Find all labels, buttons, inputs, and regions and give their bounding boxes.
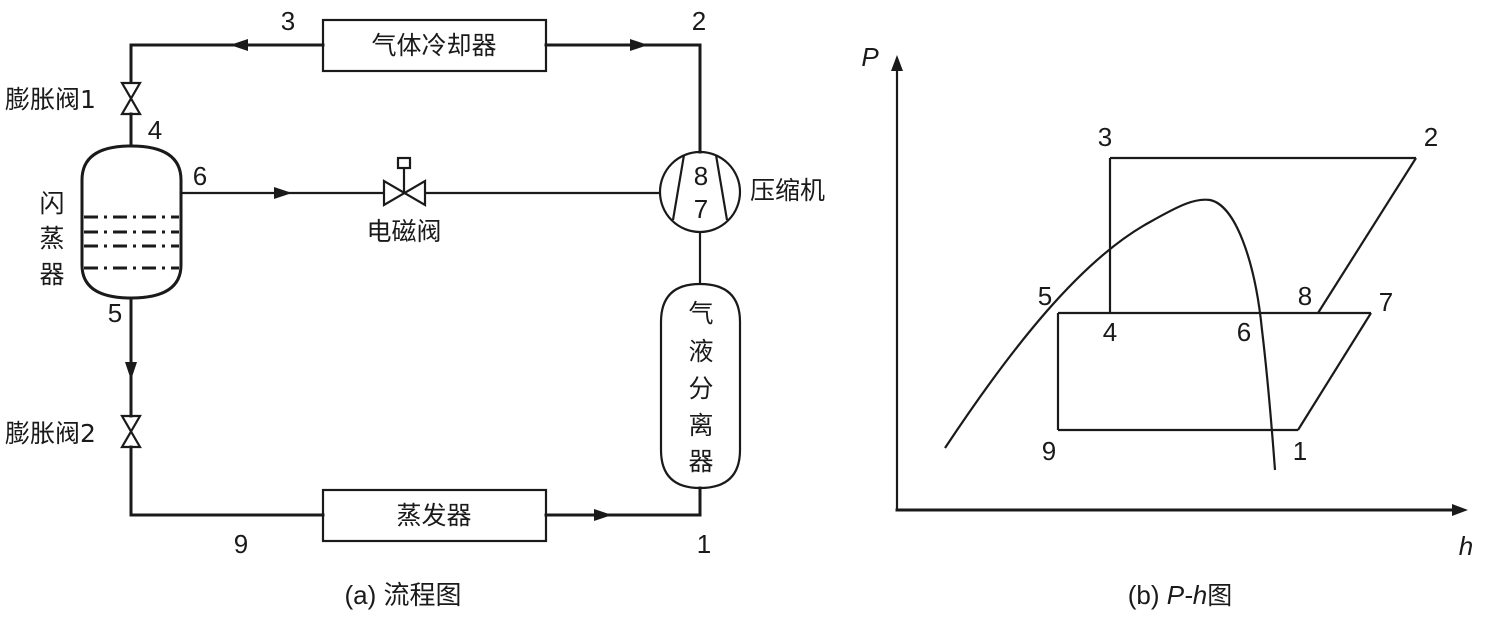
cycle-line-7-1 (1297, 312, 1372, 431)
state-point-4: 4 (148, 115, 162, 145)
state-point-5: 5 (108, 298, 122, 328)
separator-label: 气 (688, 299, 713, 328)
cycle-line-2-8 (1317, 157, 1417, 314)
ph-state-point-7: 7 (1379, 287, 1393, 317)
caption-variable: P-h (1167, 580, 1207, 610)
caption-suffix: 图 (1207, 581, 1232, 610)
pipe-3 (129, 43, 325, 84)
state-point-6: 6 (193, 161, 207, 191)
ph-state-point-6: 6 (1237, 317, 1251, 347)
gas-cooler-label: 气体冷却器 (371, 31, 496, 60)
separator-label: 离 (688, 411, 713, 440)
y-axis-label: P (861, 42, 879, 72)
x-axis-label: h (1459, 531, 1473, 561)
ph-state-point-9: 9 (1042, 436, 1056, 466)
state-point-1: 1 (697, 529, 711, 559)
state-point-7: 7 (694, 194, 708, 224)
flow-arrow-1 (594, 509, 612, 521)
flow-diagram: 气体冷却器 膨胀阀1 闪 蒸 器 电磁阀 (5, 6, 825, 610)
state-point-9: 9 (234, 529, 248, 559)
pipe-1 (544, 486, 702, 517)
y-axis-arrow-icon (891, 55, 903, 71)
ph-state-point-4: 4 (1103, 317, 1117, 347)
state-point-3: 3 (281, 6, 295, 36)
caption-prefix: (b) (1128, 580, 1167, 610)
state-point-8: 8 (694, 161, 708, 191)
flash-tank-label: 闪 (39, 189, 64, 218)
solenoid-valve-icon (382, 156, 427, 207)
separator-label: 器 (688, 447, 713, 476)
separator-label: 分 (688, 374, 713, 403)
ph-state-point-1: 1 (1293, 436, 1307, 466)
flash-tank-label: 蒸 (39, 224, 64, 253)
flow-arrow-2 (630, 39, 648, 51)
separator-label: 液 (688, 337, 713, 366)
compressor-label: 压缩机 (750, 176, 825, 205)
x-axis-arrow-icon (1452, 504, 1468, 516)
ph-state-point-8: 8 (1298, 281, 1312, 311)
flash-tank-vessel (80, 144, 183, 300)
separator-vessel (659, 282, 742, 490)
expansion-valve-2-label: 膨胀阀2 (5, 419, 96, 448)
ph-state-point-3: 3 (1098, 122, 1112, 152)
evaporator-label: 蒸发器 (396, 501, 471, 530)
flash-tank-label: 器 (39, 260, 64, 289)
expansion-valve-1-label: 膨胀阀1 (5, 85, 96, 114)
flow-diagram-caption: (a) 流程图 (344, 580, 461, 610)
expansion-valve-2-icon (120, 414, 142, 449)
solenoid-valve-label: 电磁阀 (366, 217, 441, 246)
flow-arrow-6 (274, 187, 292, 199)
pipe-9 (129, 445, 325, 517)
expansion-valve-1-icon (120, 81, 142, 116)
state-point-2: 2 (692, 6, 706, 36)
ph-state-point-5: 5 (1038, 281, 1052, 311)
saturation-dome-curve (944, 198, 1277, 471)
flow-arrow-5 (125, 362, 137, 380)
ph-diagram: P h 3 2 5 8 7 4 6 9 1 (b) P-h图 (861, 42, 1473, 610)
flow-arrow-3 (230, 39, 248, 51)
ph-state-point-2: 2 (1424, 122, 1438, 152)
ph-diagram-caption: (b) P-h图 (1128, 580, 1232, 610)
pipe-2 (544, 43, 702, 154)
